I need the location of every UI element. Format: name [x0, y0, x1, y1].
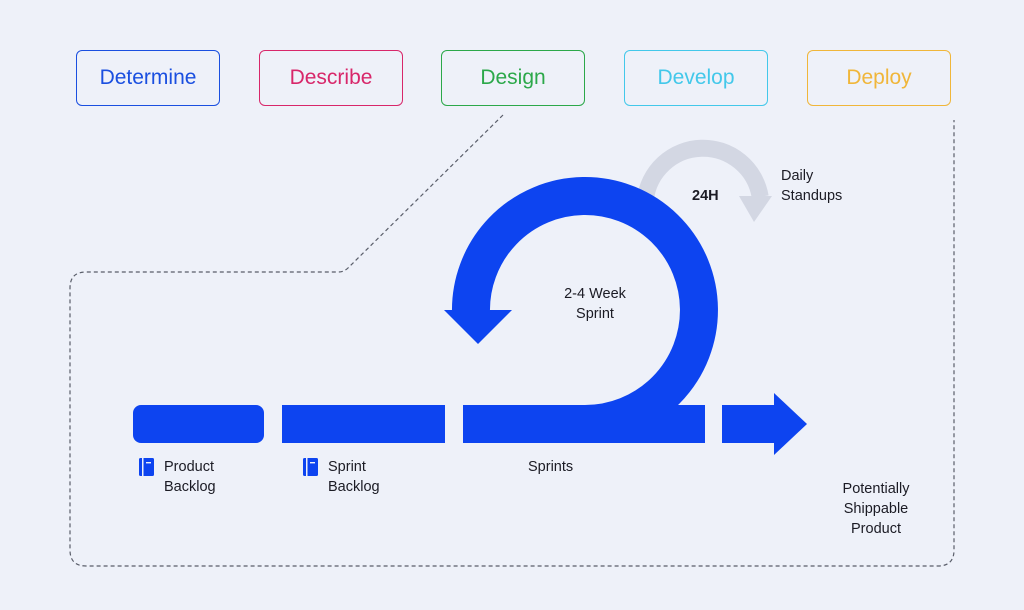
phase-describe: Describe [259, 50, 403, 106]
phase-develop: Develop [624, 50, 768, 106]
sprint-backlog-bar [282, 405, 445, 443]
shippable-product-label: Potentially Shippable Product [842, 481, 910, 537]
daily-cycle-arrow [636, 139, 769, 202]
phase-design: Design [441, 50, 585, 106]
sprints-label: Sprints [528, 459, 574, 475]
product-backlog-bar [133, 405, 264, 443]
sprint-backlog-label: Sprint Backlog [328, 459, 380, 495]
book-icon [139, 458, 154, 476]
sprint-loop-arrowhead [444, 310, 512, 344]
phase-deploy: Deploy [807, 50, 951, 106]
sprint-boundary-dashed [69, 114, 955, 567]
product-backlog-label: Product Backlog [164, 459, 216, 495]
daily-time-label: 24H [692, 188, 719, 204]
sprint-duration-label: 2-4 Week Sprint [564, 286, 626, 322]
phase-determine: Determine [76, 50, 220, 106]
output-arrowhead [774, 393, 807, 455]
sprints-bar [463, 405, 705, 443]
daily-standups-label: Daily Standups [781, 168, 843, 204]
book-icon [303, 458, 318, 476]
daily-cycle-arrowhead [739, 196, 772, 222]
sprint-loop [451, 177, 718, 443]
output-arrow-shaft [722, 405, 778, 443]
